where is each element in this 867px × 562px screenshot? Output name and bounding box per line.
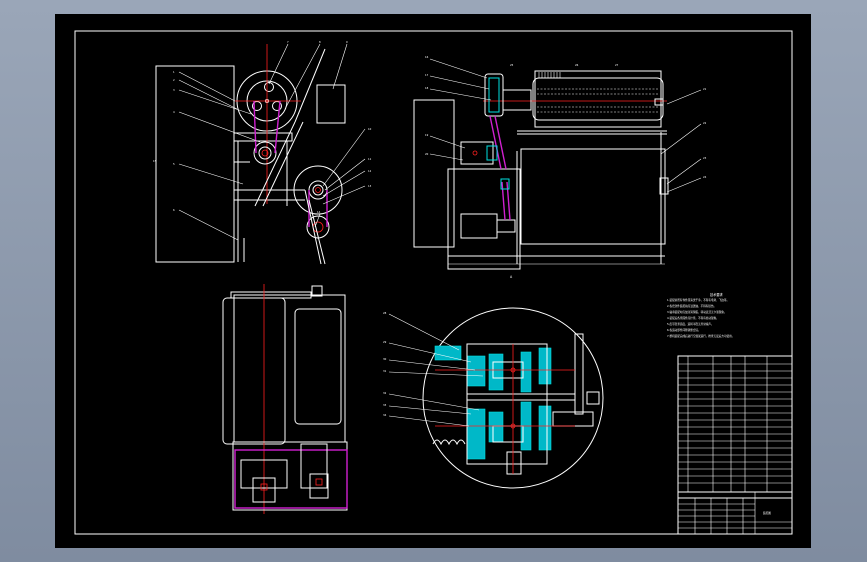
part-balloon-4: 4 (173, 110, 175, 114)
detail-view (388, 307, 604, 489)
part-balloon-25: 25 (510, 63, 514, 67)
plan-motor-1 (252, 477, 276, 503)
part-balloon-28: 28 (383, 311, 387, 315)
base-frame (447, 168, 521, 270)
assembly-drawing: A (74, 30, 793, 535)
part-balloon-24: 24 (703, 175, 707, 179)
part-balloon-26: 26 (575, 63, 579, 67)
side-view: A (413, 58, 702, 279)
part-balloon-1: 1 (173, 70, 175, 74)
plan-belt-outline (234, 449, 348, 509)
plan-base (232, 441, 348, 511)
front-view (155, 43, 366, 265)
part-balloon-30: 30 (383, 357, 387, 361)
part-balloon-34: 34 (383, 413, 387, 417)
top-beam (233, 132, 293, 142)
part-balloon-17: 17 (425, 73, 429, 77)
lower-motor (460, 213, 498, 239)
plan-view (222, 284, 348, 514)
main-drum-body (520, 148, 666, 245)
part-balloon-10: 10 (368, 127, 372, 131)
part-balloon-12: 12 (368, 169, 372, 173)
part-balloon-23: 23 (703, 156, 707, 160)
upper-motor (460, 141, 494, 165)
part-balloon-13: 13 (368, 184, 372, 188)
part-balloon-7: 7 (287, 40, 289, 44)
title-block-name: 装配图 (763, 511, 771, 515)
side-housing (413, 99, 455, 248)
side-pulley (484, 73, 504, 117)
part-balloon-27: 27 (615, 63, 619, 67)
belt-right (274, 100, 281, 154)
side-belt (489, 115, 502, 170)
belt-left (253, 100, 257, 154)
parts-list: 装配图 (677, 355, 793, 535)
tech-req-line-2: 2.各密封件装配前应浸透油，不得有损伤。 (667, 304, 716, 308)
tech-req-line-5: 5.皮带张紧适度，运转平稳无异常噪声。 (667, 322, 714, 326)
part-balloon-32: 32 (383, 391, 387, 395)
part-balloon-2: 2 (173, 78, 175, 82)
lower-pulley (253, 141, 277, 165)
plan-drum (222, 297, 286, 445)
part-balloon-29: 29 (383, 340, 387, 344)
part-balloon-14: 14 (317, 210, 321, 214)
tech-req-line-7: 7.整机装配完成后进行空载试运行，检查无误后方可使用。 (667, 334, 734, 338)
section-label: A (510, 275, 513, 279)
pulley-teeth (432, 439, 466, 446)
tech-req-line-6: 6.各运动部件间隙调整合适。 (667, 328, 701, 332)
motor-box-top (316, 84, 346, 124)
part-balloon-11: 11 (368, 157, 372, 161)
tech-requirements: 技术要求 1.装配前所有零件须清洗干净，不得有毛刺、飞边等。 2.各密封件装配前… (667, 292, 734, 338)
part-balloon-18: 18 (425, 86, 429, 90)
part-balloon-21: 21 (703, 87, 707, 91)
part-balloon-33: 33 (383, 403, 387, 407)
roller-housing (534, 70, 662, 128)
tech-req-title: 技术要求 (710, 292, 724, 297)
section-hatched-parts (434, 345, 552, 460)
front-housing (155, 65, 235, 263)
tech-req-line-4: 4.装配后各紧固件应拧紧，不得有松动现象。 (667, 316, 719, 320)
part-balloon-22: 22 (703, 121, 707, 125)
part-balloon-20: 20 (425, 152, 429, 156)
part-balloon-5: 5 (173, 162, 175, 166)
drawing-sheet: A (55, 14, 811, 548)
part-balloon-3: 3 (173, 88, 175, 92)
plan-motor-2 (309, 473, 329, 499)
tech-req-line-3: 3.轴承装配时应加注润滑脂，转动灵活无卡滞现象。 (667, 310, 727, 314)
part-balloon-16: 16 (425, 55, 429, 59)
part-balloon-9: 9 (346, 40, 348, 44)
drawing-frame (74, 30, 793, 535)
part-balloon-19: 19 (425, 133, 429, 137)
part-balloon-31: 31 (383, 369, 387, 373)
part-balloon-15: 15 (153, 159, 157, 163)
tech-req-line-1: 1.装配前所有零件须清洗干净，不得有毛刺、飞边等。 (667, 298, 729, 302)
side-flywheel (293, 165, 343, 215)
plan-housing (233, 294, 346, 443)
part-balloon-8: 8 (319, 40, 321, 44)
plan-roller (294, 308, 342, 425)
part-balloon-6: 6 (173, 208, 175, 212)
detail-circle (422, 307, 604, 489)
